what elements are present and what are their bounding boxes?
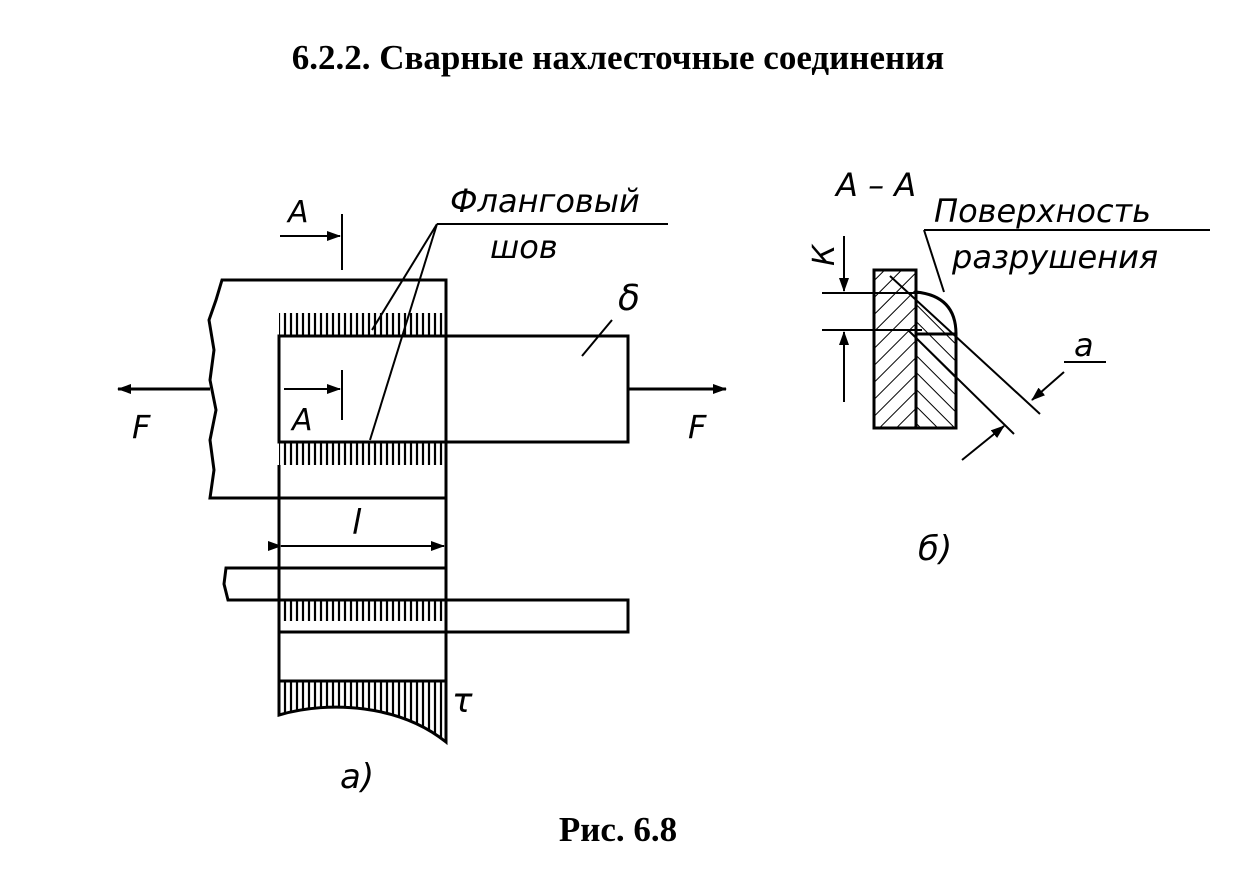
surface-leader xyxy=(923,229,945,293)
section-title: А – А xyxy=(834,166,916,204)
surface-label-line2: разрушения xyxy=(951,238,1158,276)
force-label-left: F xyxy=(132,408,151,446)
weld-ticks-bottom xyxy=(279,443,445,465)
weld-leader-2 xyxy=(369,223,438,441)
figure-a: A A Фланговый шов δ F F l τ а) xyxy=(117,182,727,797)
weld-label-line2: шов xyxy=(490,228,558,266)
figure-b-sublabel: б) xyxy=(918,529,952,569)
figure-a-sublabel: а) xyxy=(340,757,374,797)
throat-line-inner xyxy=(907,329,1015,435)
thickness-symbol: δ xyxy=(618,278,640,319)
side-view-weld-ticks xyxy=(279,601,445,621)
weld-ticks-top xyxy=(279,313,445,335)
stress-distribution xyxy=(277,679,448,746)
side-view-overlap-strip xyxy=(279,598,630,634)
section-mark-top: A xyxy=(286,195,309,230)
section-mark-bottom: A xyxy=(290,403,313,438)
surface-label-line1: Поверхность xyxy=(934,192,1151,230)
throat-symbol: а xyxy=(1074,326,1094,364)
side-view-base-plate xyxy=(222,566,446,602)
section-heading: 6.2.2. Сварные нахлесточные соединения xyxy=(291,38,945,77)
leg-symbol: К xyxy=(807,243,842,266)
throat-line-outer xyxy=(889,275,1041,415)
figure-b: А – А Поверхность разрушения К а б) xyxy=(807,166,1210,569)
weld-label-line1: Фланговый xyxy=(450,182,640,220)
throat-dimension-lower xyxy=(961,425,1005,461)
base-plate xyxy=(207,278,448,500)
stress-symbol: τ xyxy=(452,681,473,721)
figure-caption: Рис. 6.8 xyxy=(558,810,678,849)
throat-dimension xyxy=(1031,371,1065,401)
weld-leader-1 xyxy=(371,223,438,331)
thickness-leader xyxy=(581,319,613,357)
force-label-right: F xyxy=(688,408,707,446)
cross-section-plate-right xyxy=(914,332,958,430)
length-symbol: l xyxy=(352,503,362,543)
